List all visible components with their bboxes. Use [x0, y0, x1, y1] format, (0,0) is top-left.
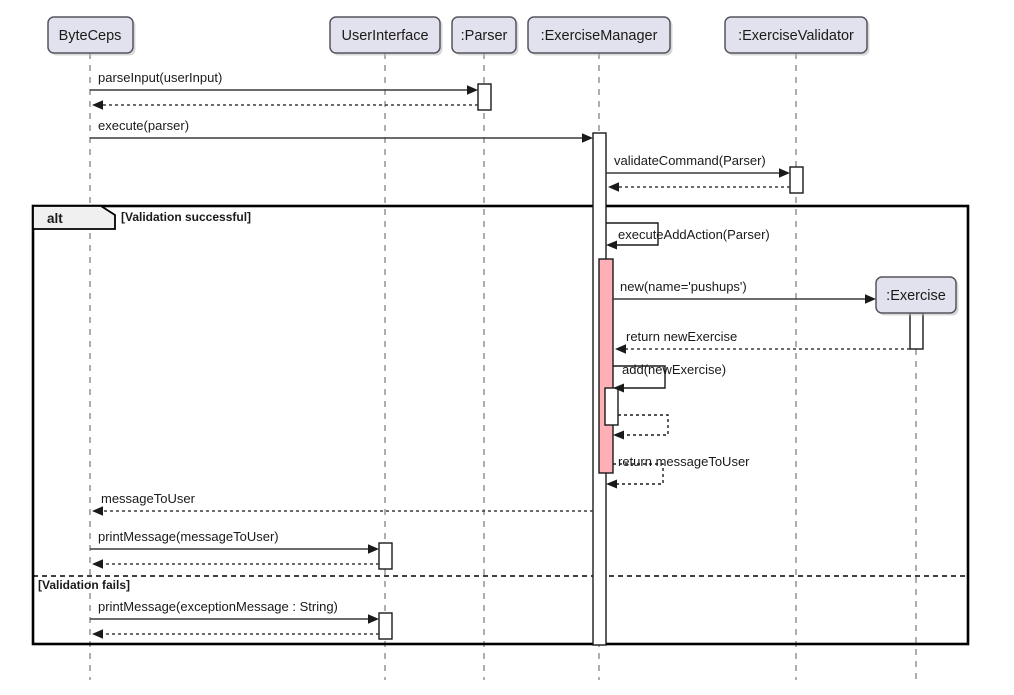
message-label: execute(parser)	[98, 118, 189, 133]
message-arrowhead	[368, 544, 379, 554]
message-m6: executeAddAction(Parser)	[606, 222, 770, 250]
message-m9: add(newExercise)	[613, 362, 726, 393]
message-label: printMessage(exceptionMessage : String)	[98, 599, 338, 614]
fragment-operator-tab	[32, 205, 116, 230]
message-m8: return newExercise	[615, 329, 910, 354]
message-m5	[608, 182, 790, 192]
participant-label: :Exercise	[886, 288, 946, 304]
fragment-guard-0: [Validation successful]	[121, 210, 251, 224]
participant-box[interactable]	[329, 16, 441, 54]
message-m15: printMessage(exceptionMessage : String)	[90, 599, 379, 624]
participant-validator[interactable]: :ExerciseValidator	[724, 16, 870, 56]
participant-label: :ExerciseValidator	[738, 28, 854, 44]
alt-fragment: alt [Validation successful] [Validation fa…	[31, 204, 970, 646]
message-arrowhead	[606, 240, 617, 250]
participant-exercise[interactable]: :Exercise	[875, 276, 959, 316]
message-arrowhead	[92, 629, 103, 639]
message-arrowhead	[92, 506, 103, 516]
message-arrowhead	[582, 133, 593, 143]
message-m3: execute(parser)	[90, 118, 593, 143]
message-m4: validateCommand(Parser)	[606, 153, 790, 178]
message-arrowhead	[865, 294, 876, 304]
message-m13: printMessage(messageToUser)	[90, 529, 379, 554]
participant-box[interactable]	[875, 276, 957, 314]
activations-layer	[378, 83, 924, 646]
participant-box[interactable]	[527, 16, 671, 54]
message-m7: new(name='pushups')	[613, 279, 876, 304]
message-path	[613, 365, 666, 389]
participant-label: UserInterface	[341, 28, 428, 44]
message-path	[618, 414, 669, 436]
message-arrowhead	[613, 383, 624, 393]
message-label: add(newExercise)	[622, 362, 726, 377]
message-arrowhead	[779, 168, 790, 178]
message-label: messageToUser	[101, 491, 196, 506]
message-arrowhead	[615, 344, 626, 354]
message-arrowhead	[467, 85, 478, 95]
fragment-operator-label: alt	[47, 211, 63, 226]
message-arrowhead	[368, 614, 379, 624]
messages-layer: parseInput(userInput) execute(parser) vali…	[90, 70, 910, 639]
message-m16	[92, 629, 379, 639]
message-arrowhead	[613, 430, 624, 440]
message-m14	[92, 559, 379, 569]
message-m10	[613, 414, 669, 440]
participant-byteceps[interactable]: ByteCeps	[47, 16, 136, 56]
message-label: parseInput(userInput)	[98, 70, 222, 85]
message-label: executeAddAction(Parser)	[618, 227, 770, 242]
fragment-frame	[31, 204, 970, 646]
participant-parser[interactable]: :Parser	[451, 16, 519, 56]
lifelines-layer	[89, 53, 917, 680]
participant-ui[interactable]: UserInterface	[329, 16, 443, 56]
participant-box[interactable]	[451, 16, 517, 54]
activation-bar-act-ui-2	[378, 612, 393, 640]
fragment-guard-1: [Validation fails]	[38, 578, 130, 592]
participant-box[interactable]	[47, 16, 134, 54]
activation-bar-act-ui-1	[378, 542, 393, 570]
message-label: printMessage(messageToUser)	[98, 529, 279, 544]
message-m1: parseInput(userInput)	[90, 70, 478, 95]
participants-layer: ByteCeps UserInterface :Parser :ExerciseMan…	[47, 16, 959, 316]
participant-box[interactable]	[724, 16, 868, 54]
activation-bar-act-parser-1	[477, 83, 492, 111]
message-arrowhead	[606, 479, 617, 489]
message-label: return messageToUser	[618, 454, 750, 469]
participant-label: :ExerciseManager	[541, 28, 658, 44]
message-arrowhead	[608, 182, 619, 192]
message-path	[613, 463, 664, 485]
message-arrowhead	[92, 559, 103, 569]
activation-bar-act-exercise-1	[909, 312, 924, 350]
activation-bar-act-validator-1	[789, 166, 804, 194]
message-m2	[92, 100, 478, 110]
activation-bar-act-manager-inner	[604, 387, 619, 426]
participant-label: ByteCeps	[59, 28, 122, 44]
message-m11: return messageToUser	[606, 454, 750, 489]
message-label: return newExercise	[626, 329, 737, 344]
message-arrowhead	[92, 100, 103, 110]
message-label: new(name='pushups')	[620, 279, 747, 294]
message-m12: messageToUser	[92, 491, 593, 516]
message-path	[606, 222, 659, 246]
participant-manager[interactable]: :ExerciseManager	[527, 16, 673, 56]
participant-label: :Parser	[461, 28, 508, 44]
activation-bar-act-manager-add	[598, 258, 614, 474]
message-label: validateCommand(Parser)	[614, 153, 766, 168]
